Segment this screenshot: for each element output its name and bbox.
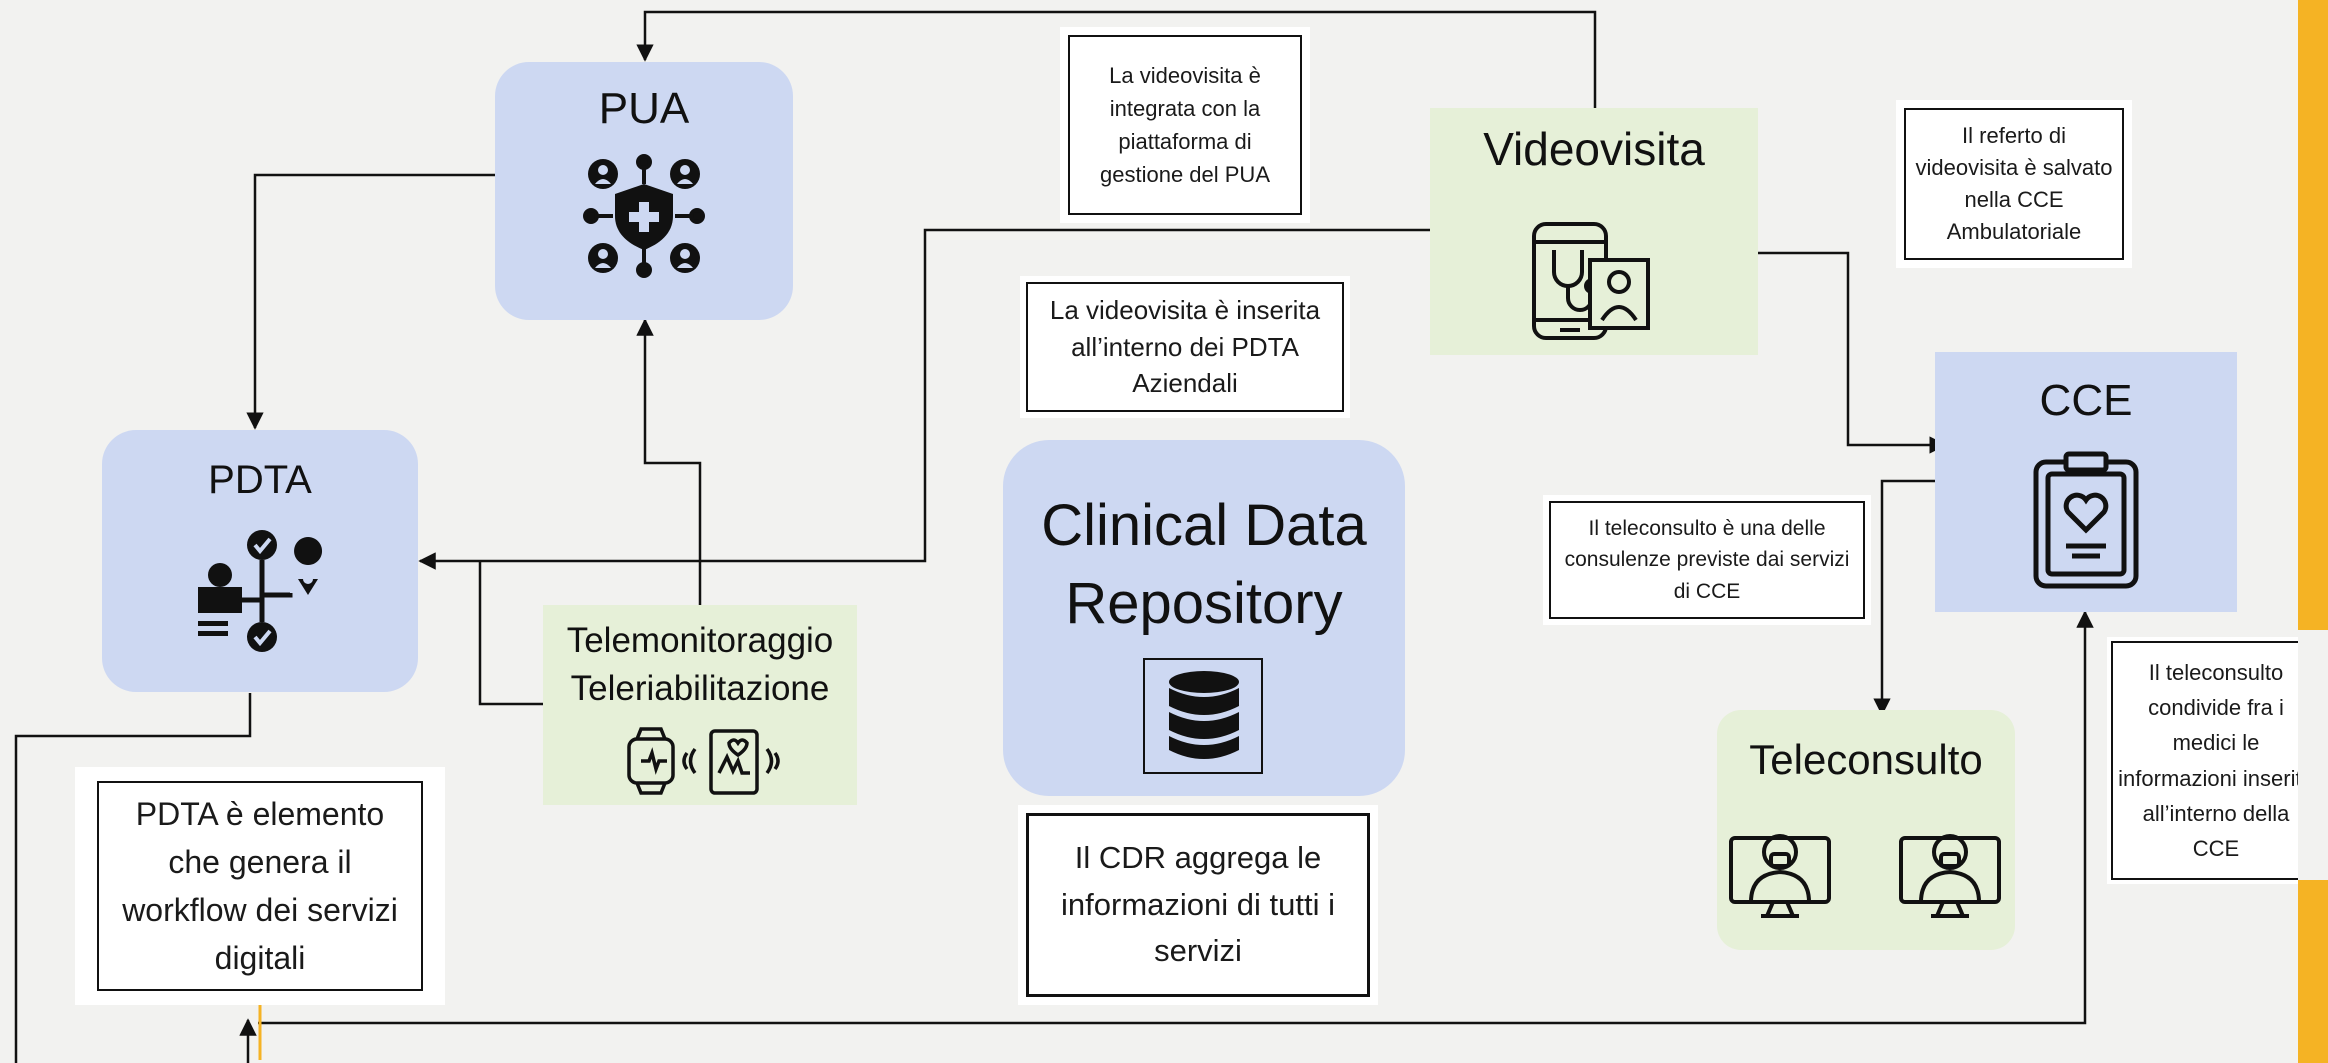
database-icon (1169, 671, 1239, 759)
cdr-node[interactable]: Clinical Data Repository (1003, 440, 1405, 796)
teleconsulto-title: Teleconsulto (1749, 736, 1983, 783)
doctors-monitor-icon (1729, 834, 2001, 918)
medical-network-icon (583, 154, 705, 278)
note-teleconsulto-cce: Il teleconsulto è una delle consulenze p… (1543, 495, 1871, 625)
note-teleconsulto-share: Il teleconsulto condivide fra i medici l… (2107, 637, 2325, 884)
wearable-monitor-icon (627, 727, 780, 795)
accent-bar (2298, 0, 2328, 1063)
pdta-node[interactable]: PDTA (102, 430, 418, 692)
note-pdta-workflow: PDTA è elemento che genera il workflow d… (75, 767, 445, 1005)
accent-bar-gap (2298, 630, 2328, 880)
videovisita-title: Videovisita (1483, 123, 1705, 175)
note-cdr-aggregate: Il CDR aggrega le informazioni di tutti … (1018, 805, 1378, 1005)
note-pua-integration: La videovisita è integrata con la piatta… (1060, 27, 1310, 223)
cce-node[interactable]: CCE (1935, 352, 2237, 612)
telemonitoraggio-node[interactable]: Telemonitoraggio Teleriabilitazione (543, 605, 857, 805)
pua-title: PUA (598, 84, 690, 133)
videovisita-node[interactable]: Videovisita (1430, 108, 1758, 355)
clipboard-heart-icon (2033, 451, 2139, 589)
teleconsulto-node[interactable]: Teleconsulto (1717, 710, 2015, 950)
patient-pathway-icon (198, 530, 323, 652)
cdr-title-line1: Clinical Data (1041, 493, 1367, 558)
pdta-title: PDTA (208, 458, 312, 502)
cdr-title-line2: Repository (1065, 571, 1343, 636)
note-referto: Il referto di videovisita è salvato nell… (1896, 100, 2132, 268)
pua-node[interactable]: PUA (495, 62, 793, 320)
cce-title: CCE (2039, 376, 2133, 425)
note-pdta-insert: La videovisita è inserita all’interno de… (1020, 276, 1350, 418)
teleriabilitazione-title: Teleriabilitazione (570, 669, 830, 708)
telemonitoraggio-title: Telemonitoraggio (566, 621, 834, 660)
database-icon-frame (1143, 658, 1263, 774)
telemedicine-phone-icon (1532, 222, 1650, 340)
